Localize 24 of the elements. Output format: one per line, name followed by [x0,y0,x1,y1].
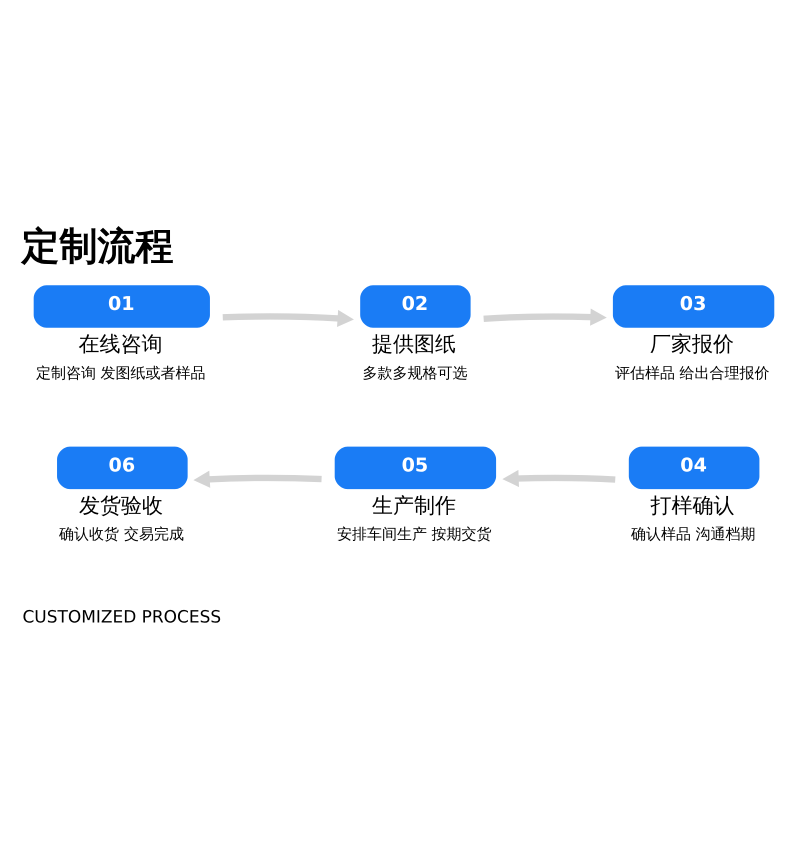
label: CUSTOMIZED PROCESS [22,608,222,628]
node-box: 04 [628,446,760,490]
node-label: 多款多规格可选 [362,364,468,382]
node-label: 定制咨询 发图纸或者样品 [36,364,206,382]
arrow [193,470,322,488]
arrow [222,310,354,328]
node-box: 01 [34,285,210,328]
node-label: 提供图纸 [372,332,456,358]
node-label: 打样确认 [650,493,735,518]
node-box: 06 [57,446,188,490]
node-box: 05 [334,446,496,490]
node-label: 发货验收 [78,493,163,518]
arrow [502,470,616,488]
node-box: 03 [612,285,774,328]
node-label: 厂家报价 [650,332,734,358]
node-label: 生产制作 [372,493,456,518]
node-label: 在线咨询 [78,332,162,358]
node-label: 安排车间生产 按期交货 [336,525,492,544]
arrow [483,308,607,326]
diagram-title: 定制流程 [21,225,174,270]
node-label: 评估样品 给出合理报价 [615,364,770,382]
node-box: 02 [360,285,471,328]
node-label: 确认样品 沟通档期 [630,525,756,544]
node-label: 确认收货 交易完成 [59,525,184,544]
